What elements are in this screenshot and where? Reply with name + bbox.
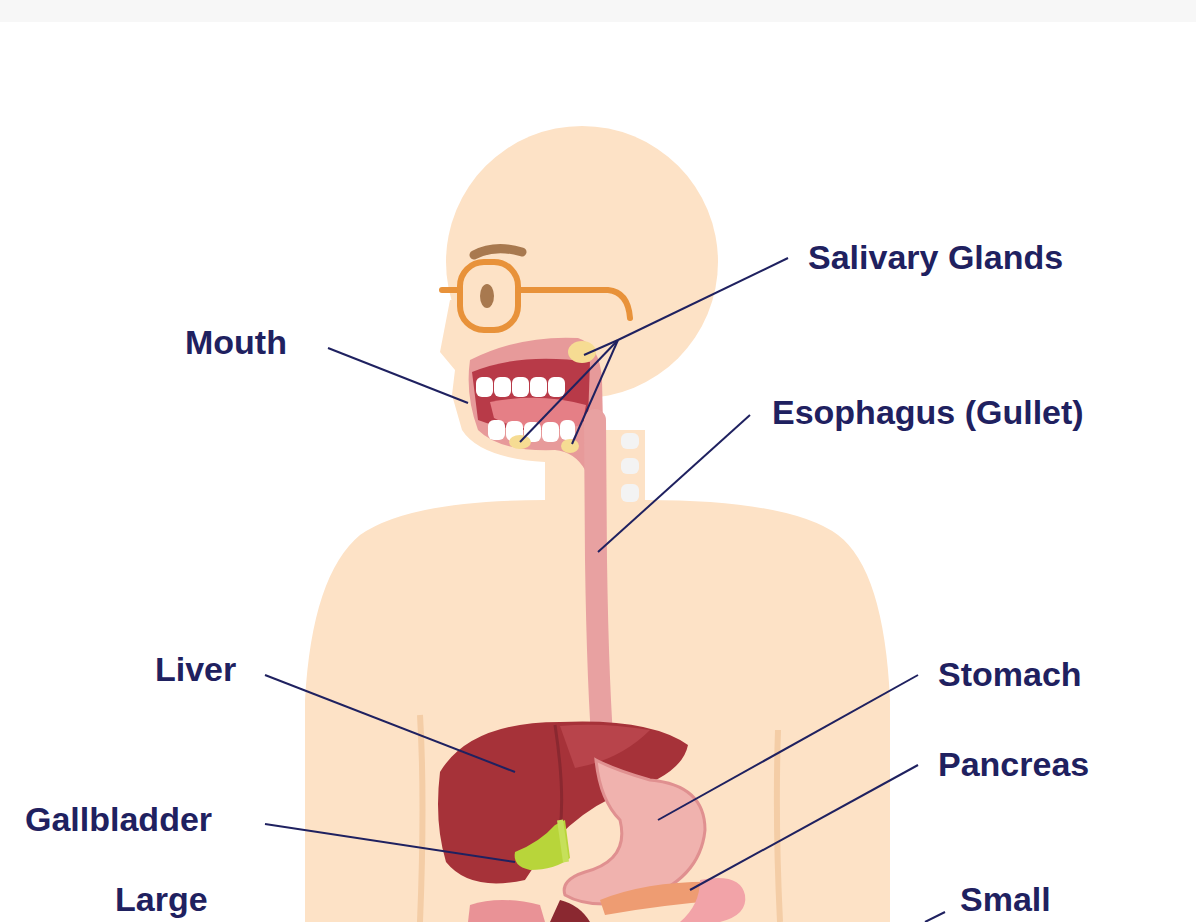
part-label: Esophagus (Gullet) [772, 394, 1084, 431]
part-label: Liver [155, 651, 236, 688]
leader-lines [265, 258, 945, 922]
part-label: Salivary Glands [808, 239, 1063, 276]
part-label: Mouth [185, 324, 287, 361]
part-label: Stomach [938, 656, 1082, 693]
part-label: Large [115, 881, 208, 918]
part-label: Gallbladder [25, 801, 212, 838]
part-label: Small [960, 881, 1051, 918]
part-label: Pancreas [938, 746, 1089, 783]
